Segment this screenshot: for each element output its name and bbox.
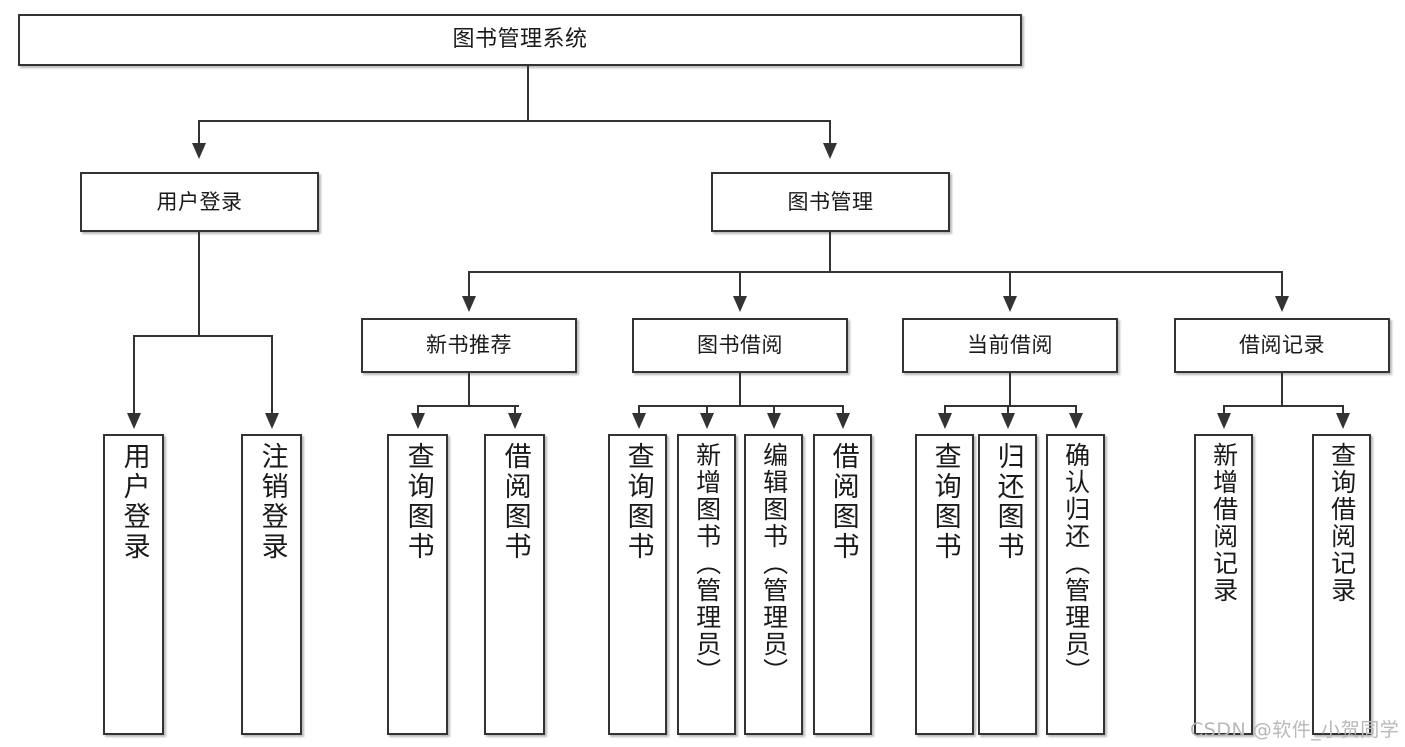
arrow-to-current-borrow [1003,296,1017,312]
node-label: 注销登录 [256,442,288,562]
connector-level3-bus [468,271,1282,273]
connector-borrow-record-drop-2 [1342,405,1344,415]
connector-current-borrow-stem [1009,373,1011,407]
connector-book-borrow-stem [739,373,741,407]
connector-book-borrow-bus [638,405,843,407]
arrow-to-user-login [192,143,206,159]
arrow-to-borrow-book-2 [836,413,850,429]
connector-borrow-record-stem [1281,373,1283,407]
leaf-borrow-book[interactable]: 借阅图书 [813,434,872,735]
arrow-to-book-borrow [733,296,747,312]
node-label: 查询图书 [929,442,961,562]
arrow-to-query-book-2 [632,413,646,429]
node-label: 用户登录 [118,442,150,562]
arrow-to-confirm-return [1069,413,1083,429]
node-label: 确认归还（管理员） [1061,442,1091,685]
watermark-csdn: CSDN @软件_小贺同学 [1190,719,1400,741]
connector-book-borrow-drop-4 [842,405,844,415]
arrow-to-add-borrow-record [1217,413,1231,429]
connector-current-borrow-drop-2 [1007,405,1009,415]
connector-level3-drop-3 [1009,271,1011,298]
node-label: 当前借阅 [967,333,1053,358]
node-root-book-management-system[interactable]: 图书管理系统 [18,14,1022,66]
node-new-book-recommend[interactable]: 新书推荐 [361,318,577,373]
connector-new-book-bus [417,405,519,407]
leaf-return-book[interactable]: 归还图书 [978,434,1037,735]
arrow-to-edit-book [767,413,781,429]
leaf-logout[interactable]: 注销登录 [241,434,302,735]
arrow-to-logout-leaf [265,413,279,429]
arrow-to-borrow-record [1275,296,1289,312]
connector-level3-drop-4 [1281,271,1283,298]
node-label: 借阅图书 [827,442,859,562]
connector-user-login-drop-2 [271,335,273,415]
connector-user-login-stem [198,232,200,336]
connector-new-book-stem [468,373,470,407]
node-book-management[interactable]: 图书管理 [711,172,950,232]
node-label: 借阅图书 [499,442,531,562]
leaf-add-book-admin[interactable]: 新增图书（管理员） [677,434,736,735]
connector-borrow-record-drop-1 [1223,405,1225,415]
connector-root-stem [527,66,529,121]
connector-level2-drop-right [829,120,831,145]
arrow-to-return-book [1001,413,1015,429]
connector-book-borrow-drop-3 [773,405,775,415]
leaf-confirm-return-admin[interactable]: 确认归还（管理员） [1046,434,1105,735]
arrow-to-new-book-recommend [462,296,476,312]
node-label: 新增图书（管理员） [692,442,722,685]
node-label: 借阅记录 [1239,333,1325,358]
leaf-query-book-recommend[interactable]: 查询图书 [387,434,448,735]
connector-book-borrow-drop-2 [706,405,708,415]
connector-borrow-record-bus [1223,405,1343,407]
connector-new-book-drop-2 [514,405,516,415]
leaf-add-borrow-record[interactable]: 新增借阅记录 [1194,434,1253,735]
node-label: 新增借阅记录 [1209,442,1239,604]
node-label: 图书管理 [787,189,874,214]
node-label: 新书推荐 [426,333,512,358]
connector-user-login-drop-1 [133,335,135,415]
arrow-to-borrow-book-1 [508,413,522,429]
connector-user-login-bus [133,335,272,337]
connector-current-borrow-drop-3 [1075,405,1077,415]
connector-level3-drop-1 [468,271,470,298]
leaf-borrow-book-recommend[interactable]: 借阅图书 [484,434,545,735]
node-label: 查询图书 [402,442,434,562]
node-current-borrow[interactable]: 当前借阅 [902,318,1118,373]
node-label: 图书管理系统 [452,27,588,53]
node-label: 查询图书 [622,442,654,562]
leaf-query-book-borrow[interactable]: 查询图书 [608,434,667,735]
connector-new-book-drop-1 [417,405,419,415]
node-label: 用户登录 [156,189,243,214]
connector-book-management-stem [829,232,831,273]
arrow-to-user-login-leaf [127,413,141,429]
connector-level2-drop-left [198,120,200,145]
arrow-to-query-book-1 [411,413,425,429]
leaf-query-book-current[interactable]: 查询图书 [915,434,974,735]
arrow-to-book-management [823,143,837,159]
node-label: 归还图书 [992,442,1024,562]
connector-current-borrow-bus [944,405,1076,407]
leaf-query-borrow-record[interactable]: 查询借阅记录 [1312,434,1371,735]
node-book-borrow[interactable]: 图书借阅 [632,318,848,373]
connector-book-borrow-drop-1 [638,405,640,415]
node-user-login[interactable]: 用户登录 [80,172,319,232]
connector-level2-bus [198,120,830,122]
connector-level3-drop-2 [739,271,741,298]
node-label: 图书借阅 [697,333,783,358]
arrow-to-query-book-3 [938,413,952,429]
node-borrow-record[interactable]: 借阅记录 [1174,318,1390,373]
connector-current-borrow-drop-1 [944,405,946,415]
arrow-to-add-book [700,413,714,429]
leaf-edit-book-admin[interactable]: 编辑图书（管理员） [744,434,803,735]
node-label: 编辑图书（管理员） [759,442,789,685]
arrow-to-query-borrow-record [1336,413,1350,429]
node-label: 查询借阅记录 [1327,442,1357,604]
leaf-user-login[interactable]: 用户登录 [103,434,164,735]
